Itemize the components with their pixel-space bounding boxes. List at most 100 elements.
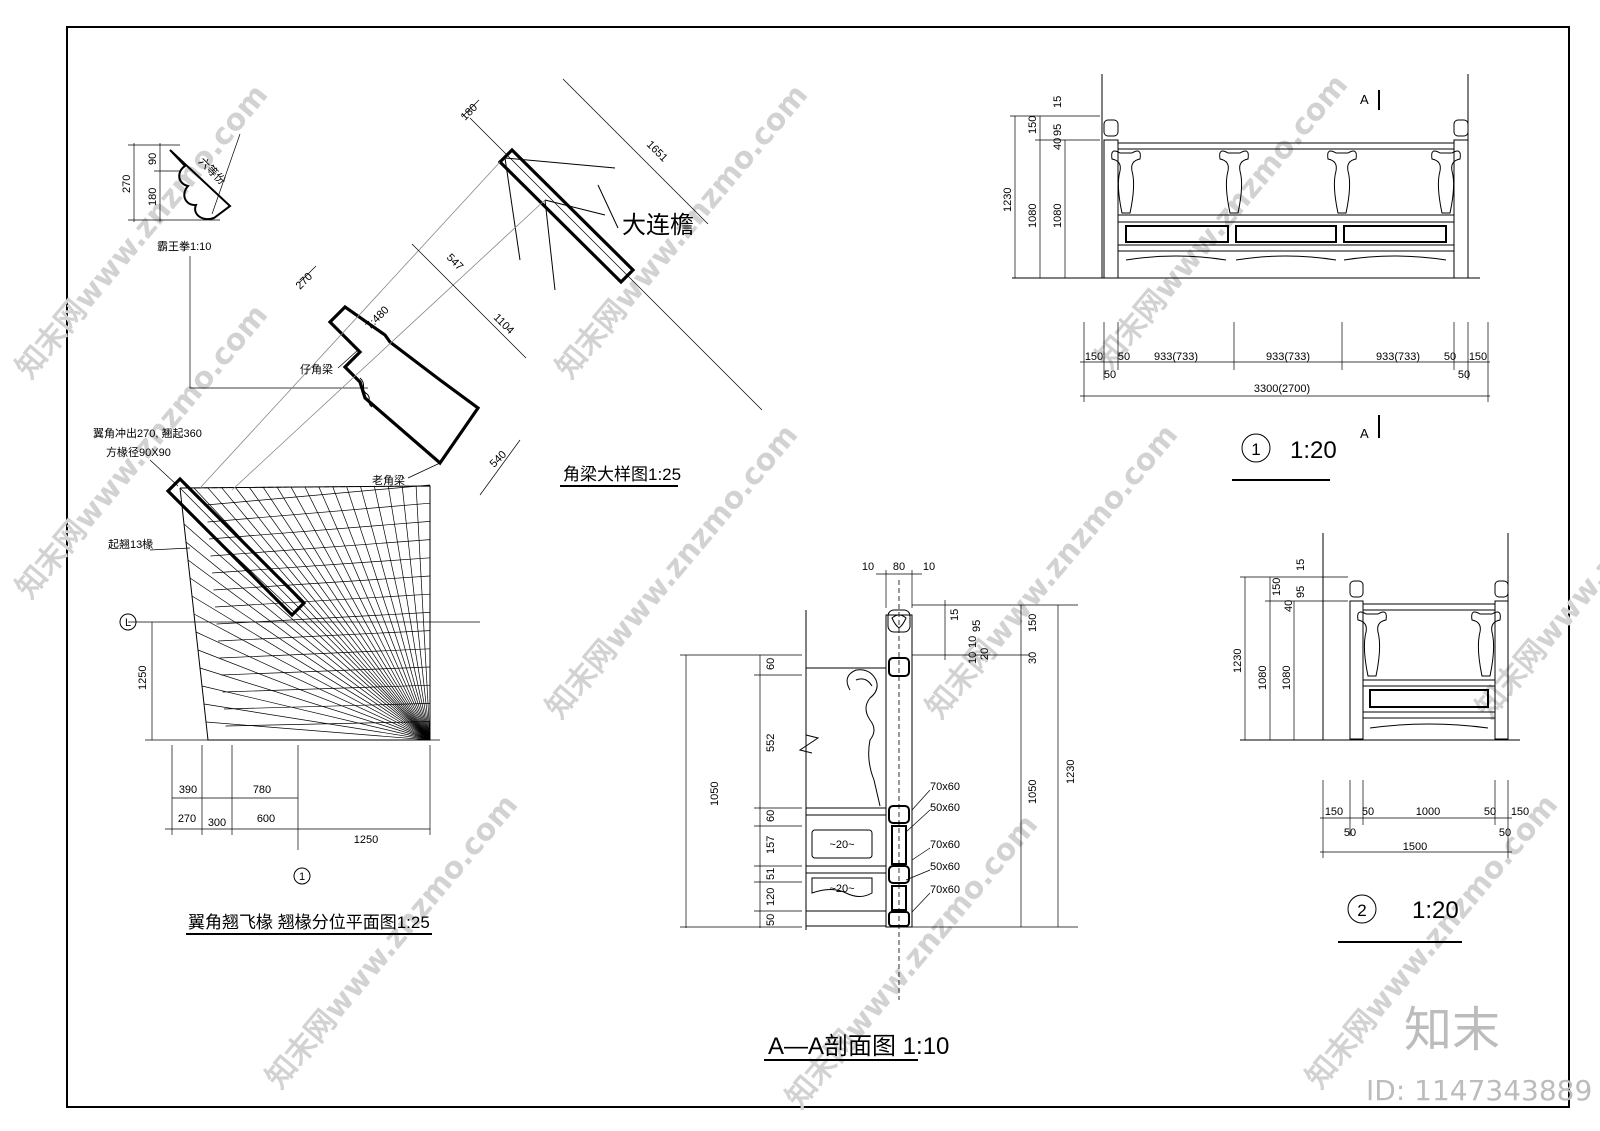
el2-w-50-right: 50 (1484, 806, 1496, 818)
rafter-plan: L 1250 390 780 270 300 600 1250 1 翼角冲出27… (93, 426, 480, 935)
dim-300: 300 (208, 817, 226, 829)
el1-scale: 1:20 (1290, 437, 1337, 464)
el2-low-rail (1362, 711, 1496, 719)
plan-axis-1-bubble (293, 867, 311, 885)
sheet-border (66, 26, 1570, 1108)
el1-scale-bubble (1241, 433, 1271, 463)
sec-baluster-scroll (855, 678, 873, 687)
dim-180: 180 (459, 102, 480, 123)
bw-slope-line (211, 133, 241, 215)
dim-1250-v: 1250 (137, 666, 149, 690)
el1-panel-2 (1235, 225, 1337, 243)
rafter-crossline (208, 521, 431, 540)
sec-d-15: 15 (949, 609, 961, 621)
dalianyan-bar (497, 147, 636, 285)
rafter-line (276, 487, 431, 741)
rafter-line (304, 486, 431, 741)
dim-180-line (461, 99, 480, 118)
el1-h-40: 40 (1052, 138, 1064, 150)
sec-el-panel1 (811, 829, 873, 859)
el1-w-150-left: 150 (1085, 351, 1103, 363)
sec-m-70x60-2: 70x60 (930, 839, 960, 851)
sec-t-10-right: 10 (923, 561, 935, 573)
dim-780: 780 (253, 784, 271, 796)
lead-70x60-3 (911, 892, 931, 913)
el2-w-150-right: 150 (1511, 806, 1529, 818)
sec-d-10-a: 10 (967, 636, 979, 648)
rafter-crossline (207, 502, 431, 523)
el2-skirt (1369, 723, 1489, 729)
baluster (1219, 150, 1249, 214)
corner-beam-profile (327, 304, 481, 466)
sec-d-95: 95 (971, 620, 983, 632)
plan-axis-L-label: L (125, 617, 131, 629)
zi-leader (337, 349, 359, 369)
rafter-line (235, 487, 431, 741)
note-leader-2 (149, 547, 191, 551)
sec-panel-label-2: ~20~ (829, 883, 854, 895)
plan-eave-dash (179, 485, 431, 489)
el1-post-right (1453, 139, 1469, 279)
el1-section-mark-top: A (1360, 92, 1369, 107)
rafter-line (205, 721, 431, 741)
dim-547: 547 (444, 252, 465, 273)
rafter-crossline (222, 684, 431, 693)
sec-t-10-left: 10 (862, 561, 874, 573)
el1-h-1080a: 1080 (1027, 204, 1039, 228)
label-dalianyan: 大连檐 (622, 212, 694, 239)
rafter-crossline (205, 484, 431, 506)
watermark-layer: 知末网www.znzmo.com 知末网www.znzmo.com 知末网www… (9, 68, 1600, 1115)
sec-d-60-mid: 60 (765, 810, 777, 822)
plan-axis-1-label: 1 (299, 871, 305, 883)
rafter-line (249, 487, 431, 741)
label-zijiaoliang: 仔角梁 (300, 362, 333, 376)
el2-w-1000: 1000 (1416, 806, 1440, 818)
baluster (1431, 150, 1461, 214)
rafter-line (197, 649, 431, 741)
lead-50x60-1 (905, 809, 931, 833)
rafter-line (374, 486, 431, 741)
sec-d-1230: 1230 (1065, 760, 1077, 784)
el1-w-933-3: 933(733) (1376, 351, 1420, 363)
el1-w-50-right: 50 (1444, 351, 1456, 363)
el1-low-rail (1117, 244, 1455, 252)
el2-mid-rail (1362, 679, 1496, 687)
plan-note-rafter: 起翘13椽 (108, 538, 153, 551)
sec-el-panel2 (811, 877, 873, 897)
rafter-line (290, 487, 431, 741)
sec-d-552: 552 (765, 734, 777, 752)
watermark-text-8: 知末网www.znzmo.com (1089, 68, 1355, 375)
rafter-line (183, 523, 431, 741)
label-laojiaoliang: 老角梁 (372, 473, 405, 487)
sec-d-120: 120 (765, 888, 777, 906)
el2-w-50-right-b: 50 (1499, 827, 1511, 839)
rafter-line (201, 685, 431, 741)
el2-w-50-left-b: 50 (1344, 827, 1356, 839)
rafter-line (221, 487, 431, 741)
plan-title: 翼角翘飞椽 翘椽分位平面图1:25 (188, 913, 430, 932)
rafter-line (318, 486, 431, 741)
el1-w-150-right: 150 (1469, 351, 1487, 363)
el2-scale-bubble (1347, 894, 1377, 924)
rafter-line (193, 487, 431, 741)
el2-h-1080a: 1080 (1257, 666, 1269, 690)
sec-d-157: 157 (765, 836, 777, 854)
el1-w-50-right-b: 50 (1458, 369, 1470, 381)
cb-diag-3 (231, 199, 546, 491)
sec-d-10-b: 10 (967, 652, 979, 664)
el1-post-cap-left (1103, 119, 1119, 137)
el2-h-150: 150 (1271, 578, 1283, 596)
lead-70x60-2 (911, 847, 931, 861)
el2-h-15: 15 (1295, 559, 1307, 571)
rafter-line (332, 486, 431, 741)
rafter-line (415, 486, 431, 741)
sec-panel-label-1: ~20~ (829, 839, 854, 851)
brand-logo: 知末 (1404, 1002, 1500, 1058)
sec-m-50x60-2: 50x60 (930, 861, 960, 873)
rafter-crossline (220, 666, 431, 676)
dim-600: 600 (257, 813, 275, 825)
dim-270: 270 (294, 271, 315, 292)
sec-d-1050-right: 1050 (1027, 780, 1039, 804)
dly-line-2 (504, 157, 521, 261)
